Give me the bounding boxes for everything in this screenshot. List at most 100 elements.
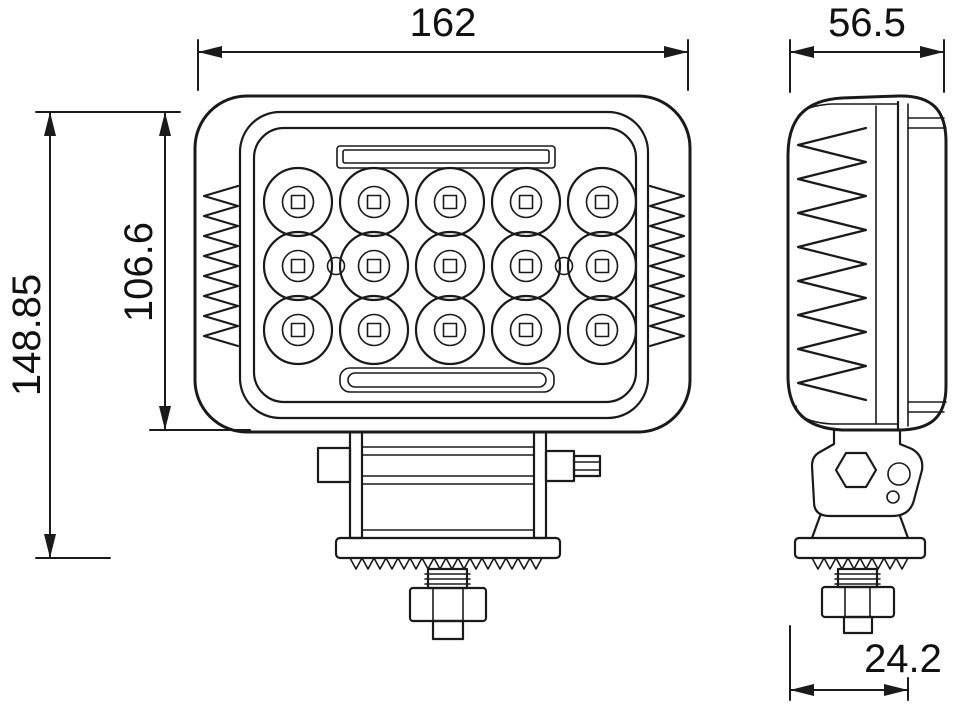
led-reflector: [357, 249, 391, 283]
pivot-knob-left: [316, 446, 352, 484]
side-base-serration: [811, 557, 909, 570]
arrowhead: [920, 46, 944, 58]
led-reflector: [594, 258, 610, 274]
side-mount-bracket: [793, 428, 927, 635]
lamp-body-outline: [193, 94, 692, 434]
led-reflector: [585, 313, 619, 347]
led-reflector: [490, 166, 562, 238]
led-reflector: [509, 249, 543, 283]
led-reflector: [594, 194, 610, 210]
led-reflector: [518, 258, 534, 274]
side-body-outline: [786, 94, 948, 432]
led-reflector: [594, 322, 610, 338]
pivot-washer: [887, 462, 911, 486]
led-reflector: [414, 166, 486, 238]
pivot-bolt: [572, 454, 602, 478]
arrowhead: [44, 534, 56, 558]
led-reflector: [509, 313, 543, 347]
bottom-vent-slot: [339, 367, 555, 393]
led-reflector: [414, 230, 486, 302]
bracket-foot-line: [898, 514, 910, 540]
side-bracket-body: [810, 428, 924, 518]
lamp-bezel: [238, 110, 650, 420]
led-reflector: [366, 258, 382, 274]
screw-hole-right: [554, 256, 574, 276]
led-reflector: [442, 322, 458, 338]
dimensions: 162 56.5 148.85 106.6: [5, 1, 945, 701]
led-reflector: [414, 294, 486, 366]
led-reflector: [357, 185, 391, 219]
mount-nut: [408, 586, 488, 623]
front-view: [193, 94, 692, 434]
bottom-vent-slot-inner: [347, 372, 547, 388]
heatsink-fins-left: [202, 184, 240, 348]
dim-housing-height-label: 106.6: [117, 222, 161, 322]
dim-width-label: 162: [410, 1, 477, 45]
led-reflector: [281, 249, 315, 283]
led-reflector: [366, 194, 382, 210]
bracket-foot-line: [810, 514, 822, 540]
led-reflector: [366, 322, 382, 338]
mount-base-plate: [334, 536, 562, 560]
arrowhead: [159, 112, 171, 136]
heatsink-fins-right: [648, 184, 686, 348]
pivot-pin: [886, 490, 900, 504]
led-reflector: [433, 185, 467, 219]
side-top-inner-line: [795, 103, 899, 123]
side-nut: [820, 585, 896, 619]
dimension-depth: 56.5: [789, 1, 945, 93]
dim-bracket-offset-label: 24.2: [864, 637, 942, 681]
led-reflector: [262, 294, 334, 366]
front-mount-bracket: [316, 430, 602, 641]
dimension-width: 162: [197, 1, 689, 91]
pivot-hex-bolt: [834, 451, 878, 489]
dimension-overall-height: 148.85: [5, 111, 181, 559]
side-bottom-inner-line: [795, 405, 899, 425]
led-reflector: [490, 230, 562, 302]
led-reflector: [518, 194, 534, 210]
led-reflector: [290, 194, 306, 210]
stud-end: [431, 619, 465, 641]
led-reflector: [442, 194, 458, 210]
led-reflector: [290, 258, 306, 274]
arrowhead: [159, 406, 171, 430]
dim-depth-label: 56.5: [828, 1, 906, 45]
led-reflector: [518, 322, 534, 338]
side-heatsink-fins: [796, 126, 868, 402]
stud-end: [842, 615, 874, 635]
led-reflector: [262, 166, 334, 238]
led-reflector: [585, 185, 619, 219]
dimension-housing-height: 106.6: [117, 111, 251, 431]
screw-hole-left: [326, 256, 346, 276]
side-base-plate: [793, 536, 927, 560]
dim-overall-height-label: 148.85: [5, 274, 49, 396]
led-reflector: [281, 313, 315, 347]
led-reflector: [509, 185, 543, 219]
pivot-boss-right: [544, 449, 576, 483]
led-reflector: [585, 249, 619, 283]
led-reflector: [338, 230, 410, 302]
arrowhead: [198, 46, 222, 58]
led-reflector: [338, 166, 410, 238]
led-reflector: [490, 294, 562, 366]
led-reflector: [566, 230, 638, 302]
led-reflector: [290, 322, 306, 338]
led-reflector: [566, 166, 638, 238]
arrowhead: [44, 112, 56, 136]
led-reflector: [442, 258, 458, 274]
arrowhead: [790, 46, 814, 58]
bracket-arm-right: [532, 430, 548, 540]
bracket-arm-left: [348, 430, 364, 540]
led-reflector: [338, 294, 410, 366]
led-reflector: [433, 313, 467, 347]
arrowhead: [790, 684, 814, 696]
led-array: [262, 166, 638, 366]
top-vent-slot-inner: [342, 149, 550, 164]
led-reflector: [281, 185, 315, 219]
side-view: [786, 94, 948, 432]
arrowhead: [664, 46, 688, 58]
led-reflector: [357, 313, 391, 347]
dimension-bracket-offset: 24.2: [789, 625, 942, 701]
